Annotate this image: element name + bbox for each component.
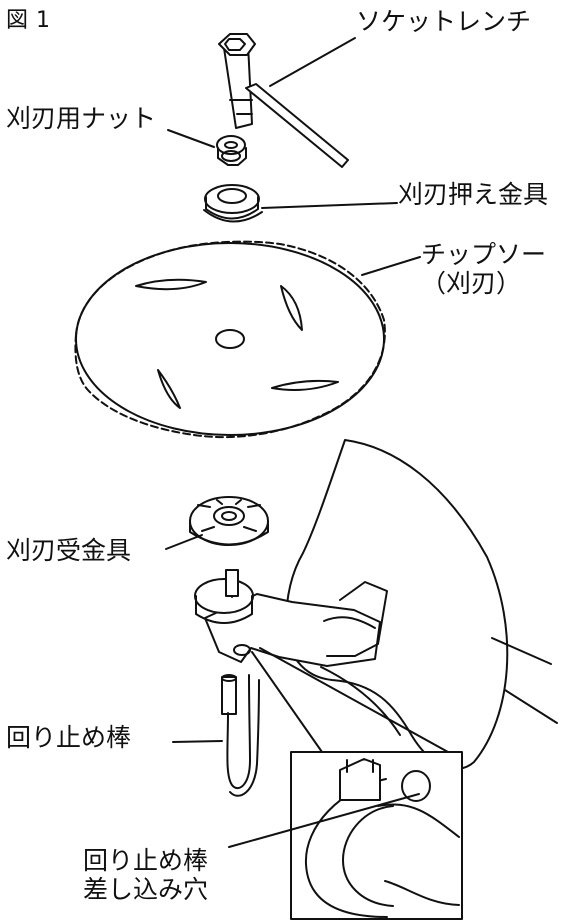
guard-and-shaft-illustration xyxy=(194,439,558,770)
blade-receiver-illustration xyxy=(189,496,269,546)
lock-rod-illustration xyxy=(221,674,260,797)
lock-hole-label-line-1: 回り止め棒 xyxy=(83,846,209,875)
blade-receiver-label: 刈刃受金具 xyxy=(6,536,132,565)
lock-rod-label: 回り止め棒 xyxy=(6,723,132,752)
blade-nut-label: 刈刃用ナット xyxy=(6,104,157,133)
blade-nut-illustration xyxy=(216,135,247,166)
socket-wrench-illustration xyxy=(218,33,349,168)
chip-saw-label-line-1: チップソー xyxy=(421,240,547,269)
figure-label: 図 1 xyxy=(6,8,51,33)
chip-saw-blade-illustration xyxy=(74,240,386,439)
chip-saw-label: チップソー （刈刃） xyxy=(421,240,547,299)
chip-saw-label-line-2: （刈刃） xyxy=(421,268,522,298)
leader-lines xyxy=(165,37,421,848)
lock-hole-label-line-2: 差し込み穴 xyxy=(83,874,209,904)
blade-holder-illustration xyxy=(203,184,263,223)
lock-hole-label: 回り止め棒 差し込み穴 xyxy=(83,846,209,905)
blade-holder-label: 刈刃押え金具 xyxy=(398,180,549,209)
inset-detail xyxy=(251,647,463,920)
socket-wrench-label: ソケットレンチ xyxy=(356,7,532,36)
